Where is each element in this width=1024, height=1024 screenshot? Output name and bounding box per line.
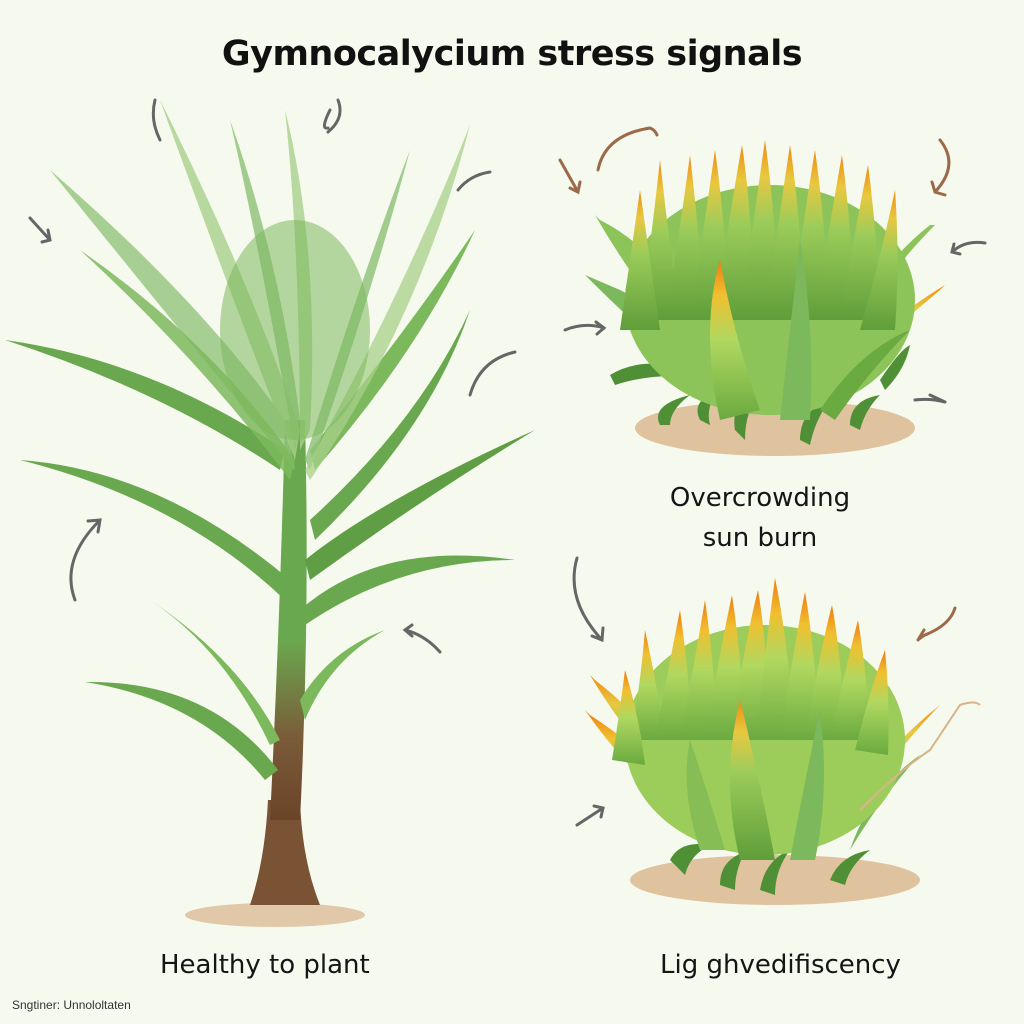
healthy-arrows: [28, 98, 517, 654]
motion-mark-icon: [456, 170, 492, 192]
motion-mark-icon: [323, 98, 342, 134]
arrow-curve-down-icon: [572, 556, 605, 643]
footnote: Sngtiner: Unnololtaten: [12, 998, 131, 1012]
arrow-brown-icon: [916, 606, 957, 642]
arrow-down-right-icon: [28, 216, 52, 244]
overcrowding-arrows: [558, 126, 987, 404]
light-deficiency-label: Lig ghvedifiscency: [660, 950, 901, 980]
motion-mark-icon: [151, 98, 162, 142]
soil-mound: [185, 903, 365, 927]
arrow-left-icon: [913, 393, 947, 404]
arrow-left-icon: [402, 623, 442, 654]
arrow-up-right-icon: [575, 804, 605, 827]
overcrowding-plant-illustration: [585, 140, 945, 456]
arrow-down-brown-icon: [558, 158, 582, 195]
motion-mark-icon: [468, 350, 517, 397]
healthy-label: Healthy to plant: [160, 950, 370, 980]
light-deficiency-plant-illustration: [585, 578, 981, 905]
arrow-curve-brown-icon: [596, 126, 659, 172]
light-deficiency-arrows: [572, 556, 957, 827]
arrow-curve-up-icon: [69, 518, 102, 602]
overcrowding-label-line2: sun burn: [702, 523, 818, 553]
healthy-plant-illustration: [5, 100, 535, 927]
arrow-curve-brown-icon: [930, 138, 951, 197]
page-title: Gymnocalycium stress signals: [221, 34, 803, 74]
arrow-left-icon: [950, 240, 987, 256]
overcrowding-label-line1: Overcrowding: [669, 483, 851, 513]
arrow-right-icon: [563, 320, 607, 336]
overcrowding-label: Overcrowding sun burn: [640, 478, 880, 558]
